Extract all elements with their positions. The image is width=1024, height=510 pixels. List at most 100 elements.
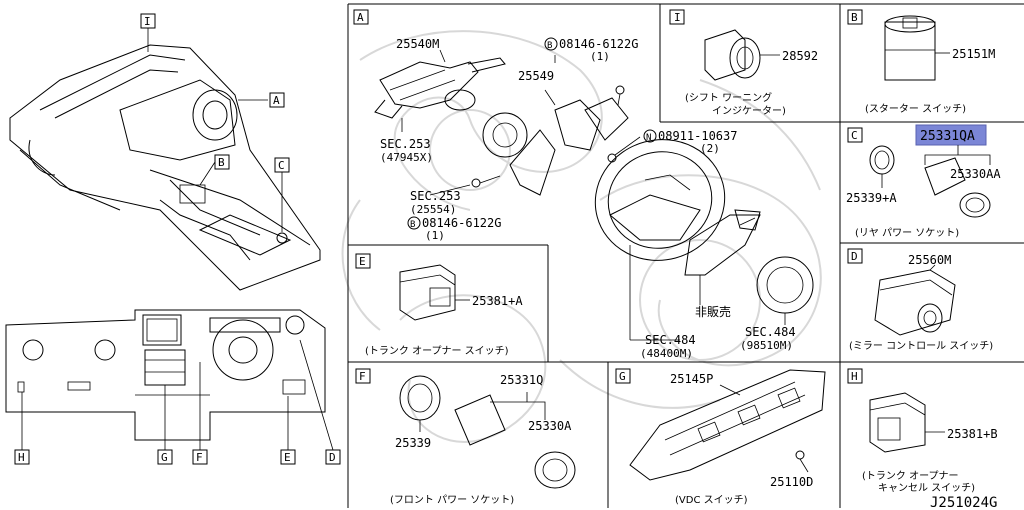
svg-text:(スターター スイッチ): (スターター スイッチ) — [865, 103, 966, 115]
svg-text:(トランク オープナー スイッチ): (トランク オープナー スイッチ) — [365, 345, 509, 357]
svg-text:(1): (1) — [425, 229, 445, 242]
svg-text:(48400M): (48400M) — [640, 347, 693, 360]
sec-253-b: SEC.253 — [410, 189, 461, 203]
svg-text:N: N — [646, 133, 651, 143]
svg-text:F: F — [359, 370, 366, 383]
part-25381a: 25381+A — [472, 294, 523, 308]
svg-text:A: A — [357, 11, 364, 24]
svg-text:(フロント パワー ソケット): (フロント パワー ソケット) — [390, 494, 514, 506]
paddle-shifter — [584, 97, 629, 141]
svg-text:(VDC スイッチ): (VDC スイッチ) — [675, 494, 748, 506]
front-socket-body — [454, 394, 506, 446]
overview-tag-I[interactable]: I — [140, 13, 156, 29]
trunk-opener-switch — [399, 264, 456, 321]
part-25549: 25549 — [518, 69, 554, 83]
front-socket-cap — [534, 451, 576, 489]
svg-text:E: E — [359, 255, 366, 268]
svg-text:B: B — [410, 220, 415, 230]
socket-ring — [869, 145, 895, 175]
svg-text:C: C — [851, 129, 858, 142]
overview-tag-A[interactable]: A — [269, 92, 285, 108]
panel-a: A — [353, 9, 814, 360]
svg-text:H: H — [18, 451, 25, 464]
svg-text:(25554): (25554) — [410, 203, 456, 216]
panel-grid — [347, 3, 1024, 508]
svg-text:H: H — [851, 370, 858, 383]
part-25151m: 25151M — [952, 47, 995, 61]
svg-text:D: D — [329, 451, 336, 464]
part-08911: 08911-10637 — [658, 129, 737, 143]
part-25339a: 25339+A — [846, 191, 897, 205]
svg-text:A: A — [273, 94, 280, 107]
part-25330aa: 25330AA — [950, 167, 1001, 181]
svg-text:(ミラー コントロール スイッチ): (ミラー コントロール スイッチ) — [849, 340, 993, 352]
svg-text:I: I — [144, 15, 151, 28]
svg-text:E: E — [284, 451, 291, 464]
overview-tag-E[interactable]: E — [280, 449, 296, 465]
panel-d: D 25560M (ミラー コントロール スイッチ) — [847, 248, 993, 352]
part-25339: 25339 — [395, 436, 431, 450]
highlighted-part-box — [915, 124, 987, 146]
diagram-code: J251024G — [930, 495, 997, 510]
svg-text:C: C — [278, 159, 285, 172]
steering-wheel — [594, 139, 726, 261]
sec-484-b: SEC.484 — [745, 325, 796, 339]
svg-text:D: D — [851, 250, 858, 263]
part-25145p: 25145P — [670, 372, 713, 386]
overview-tag-F[interactable]: F — [192, 449, 208, 465]
svg-text:(トランク オープナー: (トランク オープナー — [862, 470, 958, 482]
overview-dashboard-top — [9, 44, 321, 291]
spiral-cable — [482, 112, 528, 158]
overview-tag-C[interactable]: C — [274, 157, 290, 173]
part-25330a: 25330A — [528, 419, 572, 433]
sec-253-a: SEC.253 — [380, 137, 431, 151]
watermark-emblem — [341, 30, 822, 443]
svg-text:F: F — [196, 451, 203, 464]
svg-text:(47945X): (47945X) — [380, 151, 433, 164]
panel-i: I 28592 (シフト ワーニング インジケーター) — [669, 9, 818, 117]
front-socket-ring — [399, 375, 441, 421]
panel-g: G 25145P 25110D (VDC スイッチ) — [615, 368, 826, 506]
part-25110d: 25110D — [770, 475, 813, 489]
part-25331q: 25331Q — [500, 373, 543, 387]
overview-tag-D[interactable]: D — [325, 449, 341, 465]
part-25540m: 25540M — [396, 37, 439, 51]
svg-text:(2): (2) — [700, 142, 720, 155]
svg-text:キャンセル スイッチ): キャンセル スイッチ) — [878, 482, 975, 494]
svg-text:B: B — [851, 11, 858, 24]
socket-body — [924, 157, 966, 196]
shift-warning-indicator — [704, 29, 746, 81]
combination-switch — [379, 61, 479, 109]
svg-text:B: B — [218, 156, 225, 169]
svg-text:B: B — [547, 41, 552, 51]
lower-trim — [684, 214, 761, 276]
panel-c: C 25331QA 25339+A 25330AA (リヤ パワー ソケット) — [846, 124, 1001, 239]
panel-h: H 25381+B (トランク オープナー キャンセル スイッチ) — [847, 368, 998, 494]
overview-tag-B[interactable]: B — [214, 154, 230, 170]
part-25381b: 25381+B — [947, 427, 998, 441]
overview-tag-H[interactable]: H — [14, 449, 30, 465]
part-28592: 28592 — [782, 49, 818, 63]
sec-484-a: SEC.484 — [645, 333, 696, 347]
svg-text:G: G — [619, 370, 626, 383]
svg-text:(98510M): (98510M) — [740, 339, 793, 352]
panel-tag-a: A — [353, 9, 369, 25]
panel-e: E 25381+A (トランク オープナー スイッチ) — [355, 253, 523, 357]
part-08146-top: 08146-6122G — [559, 37, 638, 51]
svg-text:(1): (1) — [590, 50, 610, 63]
starter-switch — [884, 21, 936, 81]
trunk-opener-cancel-switch — [869, 392, 926, 453]
svg-text:I: I — [674, 11, 681, 24]
vdc-switch-panel — [629, 369, 826, 481]
mirror-control-switch — [874, 269, 956, 336]
overview-dashboard-front — [5, 309, 326, 441]
part-25331qa[interactable]: 25331QA — [920, 129, 975, 144]
panel-b: B 25151M (スターター スイッチ) — [847, 9, 995, 115]
svg-text:インジケーター): インジケーター) — [712, 105, 786, 117]
svg-text:(リヤ パワー ソケット): (リヤ パワー ソケット) — [855, 227, 959, 239]
airbag-module — [756, 256, 814, 314]
part-25560m: 25560M — [908, 253, 951, 267]
svg-text:G: G — [161, 451, 168, 464]
overview-tag-G[interactable]: G — [157, 449, 173, 465]
